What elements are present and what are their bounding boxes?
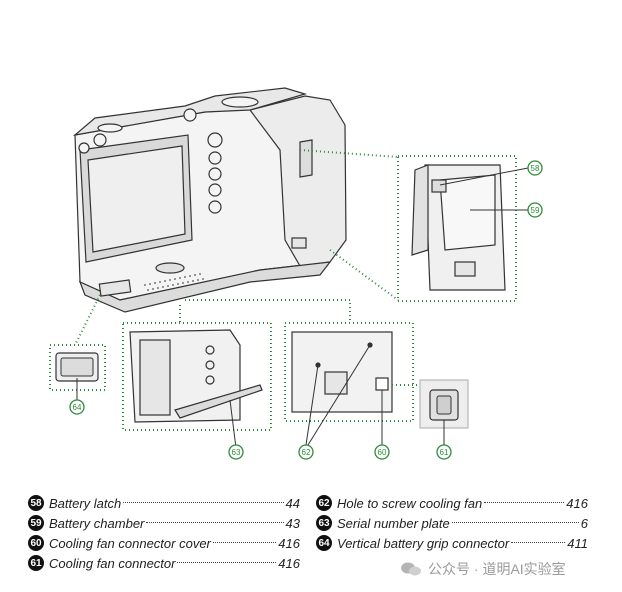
- legend-item: 63 Serial number plate 6: [316, 515, 588, 531]
- legend-page: 416: [278, 535, 300, 551]
- legend-item: 64 Vertical battery grip connector 411: [316, 535, 588, 551]
- bottom-grille: [144, 273, 204, 291]
- legend-number: 64: [316, 535, 332, 551]
- legend-label: Cooling fan connector cover: [49, 535, 211, 551]
- legend-number: 63: [316, 515, 332, 531]
- legend-number: 62: [316, 495, 332, 511]
- legend-page: 43: [285, 515, 300, 531]
- leader-dots: [451, 521, 579, 523]
- callout-59: 59: [527, 202, 543, 218]
- detail-box-serial-plate: [122, 322, 272, 431]
- leader-dots: [484, 501, 565, 503]
- legend-page: 416: [278, 555, 300, 571]
- wechat-icon: [401, 562, 421, 576]
- legend-number: 59: [28, 515, 44, 531]
- legend-item: 60 Cooling fan connector cover 416: [28, 535, 300, 551]
- callout-60: 60: [374, 444, 390, 460]
- svg-text:64: 64: [73, 403, 82, 412]
- detail-leader-lines: [74, 149, 399, 346]
- legend-label: Vertical battery grip connector: [337, 535, 510, 551]
- legend-number: 61: [28, 555, 44, 571]
- legend-number: 58: [28, 495, 44, 511]
- leader-dots: [511, 541, 566, 543]
- legend-page: 44: [285, 495, 300, 511]
- leader-dots: [177, 561, 277, 563]
- battery-chamber-illustration: [411, 164, 506, 291]
- serial-plate-illustration: [129, 329, 263, 423]
- legend-item: 62 Hole to screw cooling fan 416: [316, 495, 588, 511]
- legend-item: 61 Cooling fan connector 416: [28, 555, 300, 571]
- legend-number: 60: [28, 535, 44, 551]
- svg-text:59: 59: [531, 206, 540, 215]
- camera-rear-view: [72, 87, 347, 313]
- legend-item: 59 Battery chamber 43: [28, 515, 300, 531]
- legend-label: Hole to screw cooling fan: [337, 495, 483, 511]
- legend-page: 416: [566, 495, 588, 511]
- callout-64: 64: [69, 399, 85, 415]
- legend-label: Battery chamber: [49, 515, 145, 531]
- callout-63: 63: [228, 444, 244, 460]
- callout-58: 58: [527, 160, 543, 176]
- cooling-fan-mount-illustration: [291, 331, 393, 413]
- watermark-text: 公众号 · 道明AI实验室: [428, 561, 566, 577]
- leader-dots: [212, 541, 277, 543]
- svg-text:61: 61: [440, 448, 449, 457]
- legend-item: 58 Battery latch 44: [28, 495, 300, 511]
- leader-dots: [123, 501, 284, 503]
- watermark: 公众号 · 道明AI实验室: [400, 558, 615, 580]
- svg-text:63: 63: [232, 448, 241, 457]
- legend-label: Battery latch: [49, 495, 122, 511]
- legend-label: Serial number plate: [337, 515, 450, 531]
- callout-62: 62: [298, 444, 314, 460]
- svg-text:58: 58: [531, 164, 540, 173]
- leader-dots: [146, 521, 284, 523]
- legend-page: 6: [580, 515, 588, 531]
- detail-box-cooling-fan: [284, 322, 414, 422]
- camera-figure: 58 59 64 63 62 60 61: [49, 87, 543, 460]
- legend-page: 411: [567, 535, 588, 551]
- legend-label: Cooling fan connector: [49, 555, 176, 571]
- callout-61: 61: [436, 444, 452, 460]
- svg-text:62: 62: [302, 448, 311, 457]
- svg-text:60: 60: [378, 448, 387, 457]
